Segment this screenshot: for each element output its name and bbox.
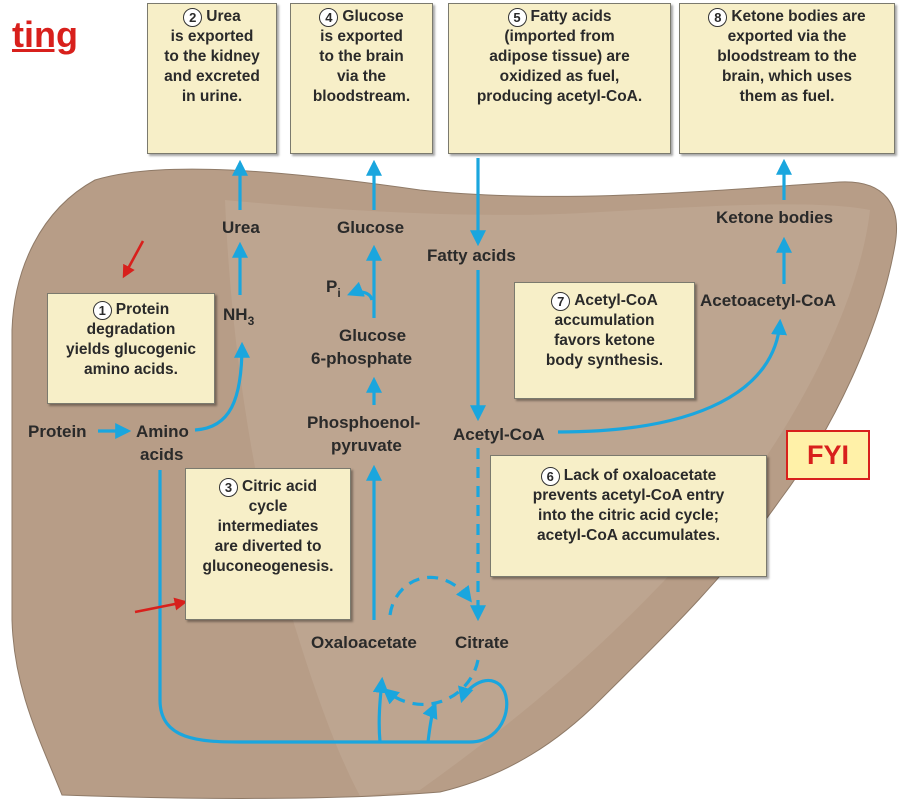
- step-number-7: 7: [551, 292, 570, 311]
- label-amino-1: Amino: [136, 422, 189, 441]
- label-ketone-bodies: Ketone bodies: [716, 208, 833, 227]
- box-step-8-line-4: them as fuel.: [684, 87, 890, 107]
- box-step-8-line-3: brain, which uses: [684, 67, 890, 87]
- box-step-6-line-2: into the citric acid cycle;: [495, 506, 762, 526]
- box-step-1-line-2: yields glucogenic: [52, 340, 210, 360]
- step-number-1: 1: [93, 301, 112, 320]
- box-step-3-line-2: intermediates: [190, 517, 346, 537]
- box-step-3-line-3: are diverted to: [190, 537, 346, 557]
- box-step-4-line-2: to the brain: [295, 47, 428, 67]
- label-pep-2: pyruvate: [331, 436, 402, 455]
- box-step-6-line-3: acetyl-CoA accumulates.: [495, 526, 762, 546]
- box-step-4-line-1: is exported: [295, 27, 428, 47]
- box-step-3-line-4: gluconeogenesis.: [190, 557, 346, 577]
- box-step-8-line-1: exported via the: [684, 27, 890, 47]
- label-amino-2: acids: [140, 445, 183, 464]
- label-acetyl-coa: Acetyl-CoA: [453, 425, 545, 444]
- label-protein: Protein: [28, 422, 87, 441]
- step-number-5: 5: [508, 8, 527, 27]
- box-step-8-line-2: bloodstream to the: [684, 47, 890, 67]
- box-step-2-line-3: and excreted: [152, 67, 272, 87]
- box-step-2-line-1: is exported: [152, 27, 272, 47]
- label-acetoacetyl-coa: Acetoacetyl-CoA: [700, 291, 836, 310]
- label-citrate: Citrate: [455, 633, 509, 652]
- box-step-6-line-1: prevents acetyl-CoA entry: [495, 486, 762, 506]
- box-step-5-line-2: adipose tissue) are: [453, 47, 666, 67]
- box-step-7-line-1: accumulation: [519, 311, 690, 331]
- step-number-2: 2: [183, 8, 202, 27]
- step-number-6: 6: [541, 467, 560, 486]
- box-step-1-line-3: amino acids.: [52, 360, 210, 380]
- step-number-8: 8: [708, 8, 727, 27]
- slide-heading: ting: [12, 14, 78, 56]
- label-glucose6p-2: 6-phosphate: [311, 349, 412, 368]
- box-step-7-line-3: body synthesis.: [519, 351, 690, 371]
- box-step-5-line-4: producing acetyl-CoA.: [453, 87, 666, 107]
- box-step-5-line-3: oxidized as fuel,: [453, 67, 666, 87]
- label-oxaloacetate: Oxaloacetate: [311, 633, 417, 652]
- box-step-2-line-4: in urine.: [152, 87, 272, 107]
- label-urea: Urea: [222, 218, 260, 237]
- box-step-3-line-1: cycle: [190, 497, 346, 517]
- box-step-4-line-3: via the: [295, 67, 428, 87]
- label-glucose6p-1: Glucose: [339, 326, 406, 345]
- box-step-4-line-4: bloodstream.: [295, 87, 428, 107]
- label-fatty-acids: Fatty acids: [427, 246, 516, 265]
- step-number-3: 3: [219, 478, 238, 497]
- box-step-1-line-1: degradation: [52, 320, 210, 340]
- fyi-badge: FYI: [786, 430, 870, 480]
- box-step-7-line-2: favors ketone: [519, 331, 690, 351]
- box-step-2-line-2: to the kidney: [152, 47, 272, 67]
- step-number-4: 4: [319, 8, 338, 27]
- label-glucose: Glucose: [337, 218, 404, 237]
- label-pep-1: Phosphoenol-: [307, 413, 420, 432]
- box-step-5-line-1: (imported from: [453, 27, 666, 47]
